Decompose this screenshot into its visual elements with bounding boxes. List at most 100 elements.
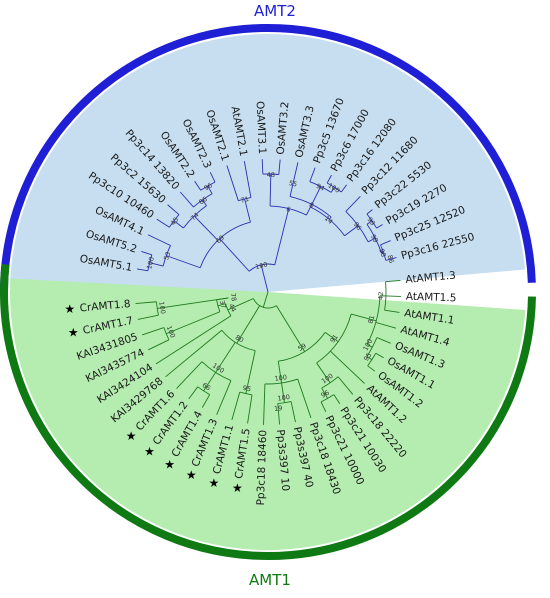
leaf-label: AtAMT1.5 <box>406 291 457 305</box>
branch-line <box>375 322 397 329</box>
bootstrap-value: 81 <box>366 314 376 324</box>
branch-line <box>149 262 164 267</box>
branch-line <box>333 394 341 405</box>
branch-line <box>141 327 165 336</box>
branch-line <box>157 297 229 309</box>
bootstrap-value: 98 <box>377 248 387 258</box>
star-marker: ★ <box>232 481 243 495</box>
bootstrap-value: 91 <box>329 333 340 344</box>
bootstrap-value: 80 <box>234 333 245 344</box>
branch-line <box>231 391 241 421</box>
branch-line <box>156 218 170 228</box>
bootstrap-value: 19 <box>274 404 283 413</box>
branch-line <box>263 383 266 425</box>
branch-line <box>366 209 373 215</box>
amt1-clade-shading <box>9 278 526 551</box>
amt1-clade-label: AMT1 <box>249 571 291 589</box>
branch-arc <box>221 329 256 352</box>
branch-line <box>316 362 331 383</box>
branch-line <box>328 216 332 220</box>
branch-arc <box>168 214 180 228</box>
branch-line <box>269 174 272 207</box>
branch-arc <box>183 205 207 229</box>
branch-line <box>290 401 296 423</box>
branch-line <box>277 361 282 384</box>
bootstrap-value: 78 <box>229 292 238 301</box>
star-marker: ★ <box>209 476 220 490</box>
leaf-label: OsAMT3.2 <box>275 101 292 155</box>
branch-line <box>207 185 213 194</box>
branch-line <box>278 413 281 425</box>
amt2-clade-ring <box>0 23 536 293</box>
branch-line <box>310 186 322 208</box>
branch-arc <box>155 301 159 316</box>
bootstrap-value: 59 <box>296 342 307 353</box>
branch-line <box>209 172 216 183</box>
branch-line <box>226 165 239 201</box>
branch-line <box>385 279 401 283</box>
branch-line <box>155 315 232 365</box>
branch-arc <box>163 327 170 341</box>
branch-line <box>385 258 392 261</box>
bootstrap-value: 14 <box>323 214 334 225</box>
branch-line <box>366 356 373 361</box>
star-marker: ★ <box>64 302 75 316</box>
leaf-label: OsAMT3.1 <box>254 101 268 155</box>
branch-line <box>173 220 184 229</box>
branch-line <box>380 240 391 246</box>
amt2-clade-shading <box>10 34 526 293</box>
branch-line <box>340 184 348 193</box>
leaf-label: Pp3s397 10 <box>274 429 291 492</box>
branch-line <box>376 224 383 229</box>
bootstrap-value: 95 <box>242 384 252 394</box>
branch-line <box>216 380 232 415</box>
bootstrap-value: 96 <box>320 389 331 400</box>
branch-line <box>193 215 219 241</box>
branch-line <box>135 301 157 305</box>
tree-branches <box>135 159 401 425</box>
leaf-label: CrAMT1.8 <box>79 298 131 314</box>
branch-line <box>261 159 264 175</box>
branch-line <box>376 337 391 344</box>
branch-arc <box>238 197 252 202</box>
branch-line <box>165 329 223 378</box>
bootstrap-value: 96 <box>203 181 214 192</box>
bootstrap-value: 96 <box>352 221 363 232</box>
branch-line <box>215 342 236 373</box>
bootstrap-value: 100 <box>145 256 156 270</box>
bootstrap-value: 44 <box>227 302 238 313</box>
bootstrap-value: 42 <box>377 292 385 301</box>
root-branch <box>262 291 269 308</box>
bootstrap-value: 66 <box>201 381 212 392</box>
amt1-clade-ring <box>0 263 536 561</box>
bootstrap-value: 45 <box>169 216 180 227</box>
branch-line <box>203 372 216 392</box>
bootstrap-value: 55 <box>288 179 298 189</box>
branch-line <box>276 305 306 352</box>
branch-line <box>281 382 285 403</box>
branch-arc <box>309 181 332 193</box>
branch-line <box>367 365 376 372</box>
branch-line <box>337 376 354 395</box>
branch-line <box>245 350 256 394</box>
branch-line <box>292 162 299 183</box>
star-marker: ★ <box>126 429 137 443</box>
amt2-clade-label: AMT2 <box>254 2 296 20</box>
branch-line <box>375 352 384 359</box>
branch-line <box>201 394 211 408</box>
star-marker: ★ <box>68 326 79 340</box>
branch-arc <box>199 221 251 268</box>
branch-arc <box>316 314 352 364</box>
star-marker: ★ <box>144 444 155 458</box>
branch-arc <box>201 361 232 381</box>
branch-line <box>309 167 316 182</box>
bootstrap-value: 37 <box>218 299 228 309</box>
bootstrap-value: 8 <box>308 201 315 210</box>
bootstrap-value: 100 <box>157 301 167 314</box>
branch-line <box>344 225 359 237</box>
branch-line <box>350 313 377 322</box>
bootstrap-value: 69 <box>215 234 227 245</box>
root-branch <box>260 264 269 293</box>
leaf-label: AtAMT1.3 <box>405 270 456 286</box>
